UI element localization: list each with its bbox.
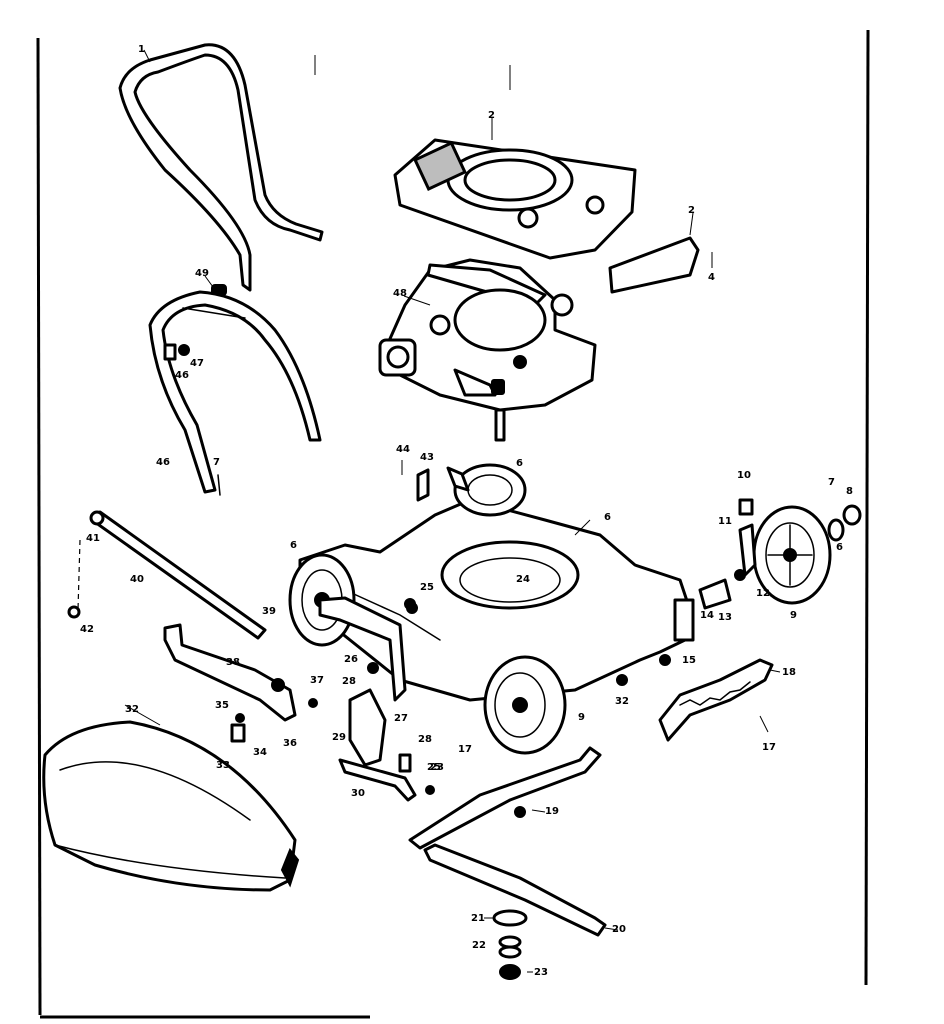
callout-7-handle: 7	[213, 457, 220, 468]
callout-47: 47	[190, 358, 204, 369]
callout-5: 6	[604, 512, 611, 523]
callout-18: 18	[782, 667, 796, 678]
callout-44: 44	[396, 444, 410, 455]
deck-fasteners	[401, 460, 671, 686]
callout-41: 41	[86, 533, 100, 544]
callout-19: 19	[545, 806, 559, 817]
callout-46-small: 46	[175, 370, 189, 381]
wheel-rear-left	[453, 463, 527, 517]
bracket-fasteners	[230, 678, 318, 743]
callout-32: 32	[125, 704, 139, 715]
engine	[378, 258, 597, 442]
leader-lines	[124, 49, 781, 973]
rear-rod	[89, 510, 267, 640]
callout-23-link: 23	[430, 762, 444, 773]
callout-40: 40	[130, 574, 144, 585]
upper-blade	[408, 746, 602, 850]
callout-42: 42	[80, 624, 94, 635]
blade-hardware	[492, 909, 528, 980]
handle-pin	[217, 474, 221, 496]
chain-ring	[67, 605, 81, 619]
lower-blade	[423, 843, 607, 937]
callout-12: 12	[756, 588, 770, 599]
callout-30: 30	[351, 788, 365, 799]
callout-35: 35	[215, 700, 229, 711]
callout-36: 36	[283, 738, 297, 749]
lower-handle	[148, 290, 322, 494]
callout-25-deck: 25	[420, 582, 434, 593]
rear-bracket	[163, 623, 297, 722]
callout-29: 29	[332, 732, 346, 743]
callout-22: 22	[472, 940, 486, 951]
callout-48: 48	[393, 288, 407, 299]
callout-28-top: 28	[342, 676, 356, 687]
callout-17-right: 17	[762, 742, 776, 753]
callout-37: 37	[310, 675, 324, 686]
callout-9-rear: 9	[790, 610, 797, 621]
callout-25-link: 25	[427, 762, 441, 773]
callout-38: 38	[226, 657, 240, 668]
right-border-line	[864, 29, 870, 986]
callout-32-deck: 32	[615, 696, 629, 707]
callout-33: 33	[216, 760, 230, 771]
wheel-front-right	[483, 655, 567, 755]
callout-26: 26	[344, 654, 358, 665]
callout-43: 43	[420, 452, 434, 463]
callout-13: 13	[718, 612, 732, 623]
callout-28: 28	[418, 734, 432, 745]
callout-6-hub: 6	[836, 542, 843, 553]
callout-24: 24	[516, 574, 530, 585]
callout-9-front: 9	[578, 712, 585, 723]
callout-21: 21	[471, 913, 485, 924]
callout-6-front: 6	[290, 540, 297, 551]
callout-6-rear: 6	[516, 458, 523, 469]
callout-7: 7	[828, 477, 835, 488]
callout-10: 10	[737, 470, 751, 481]
callout-15: 15	[682, 655, 696, 666]
hubcap	[827, 504, 862, 542]
callout-46: 46	[156, 457, 170, 468]
callout-17-left: 17	[458, 744, 472, 755]
cover-trim-strip	[608, 236, 700, 294]
callout-20: 20	[612, 924, 626, 935]
axle-bracket	[698, 498, 757, 610]
callout-49: 49	[195, 268, 209, 279]
callout-27: 27	[394, 713, 408, 724]
callout-2-strip: 2	[688, 205, 695, 216]
callout-34: 34	[253, 747, 267, 758]
callout-4: 4	[708, 272, 715, 283]
left-border-line	[36, 37, 42, 1016]
callout-1: 1	[138, 44, 145, 55]
callout-23-blade: 23	[534, 967, 548, 978]
callout-14: 14	[700, 610, 714, 621]
chain-link	[77, 539, 81, 611]
engine-cover	[393, 138, 637, 260]
handle-bracket-small	[163, 343, 190, 361]
callout-39: 39	[262, 606, 276, 617]
grass-catcher-bag	[42, 720, 300, 892]
upper-handle	[118, 43, 324, 292]
callout-2-cover: 2	[488, 110, 495, 121]
callout-8: 8	[846, 486, 853, 497]
callout-11: 11	[718, 516, 732, 527]
height-adjuster-lever	[658, 658, 774, 742]
